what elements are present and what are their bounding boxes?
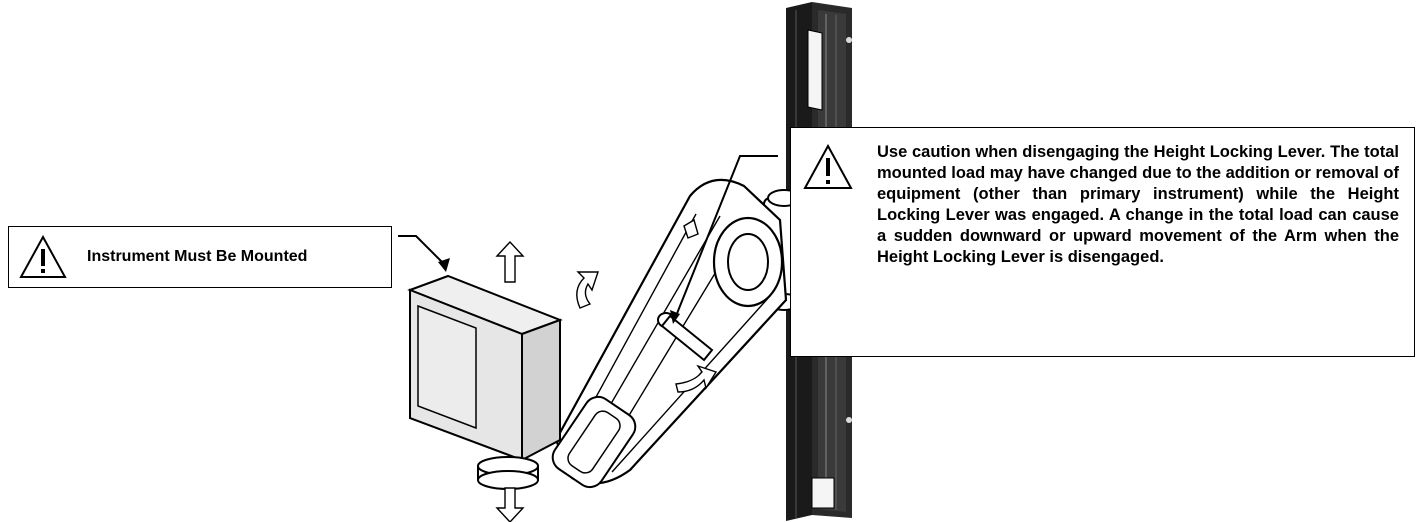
height-lock-caution-callout: Use caution when disengaging the Height … (790, 127, 1415, 357)
warning-triangle-icon (19, 235, 67, 278)
articulating-arm (551, 178, 788, 489)
up-arrow-icon (495, 240, 525, 283)
rotate-down-arrow-icon (675, 364, 718, 393)
down-arrow-icon (495, 487, 525, 522)
instrument-mounted-text: Instrument Must Be Mounted (87, 248, 308, 265)
height-lock-caution-text: Use caution when disengaging the Height … (877, 143, 1399, 266)
leader-arrows (398, 155, 778, 324)
instrument-mounted-callout: Instrument Must Be Mounted (8, 226, 392, 288)
motion-arrows (495, 240, 718, 522)
warning-triangle-icon (803, 144, 853, 189)
rotate-up-arrow-icon (576, 271, 599, 309)
instrument-box (407, 274, 563, 490)
